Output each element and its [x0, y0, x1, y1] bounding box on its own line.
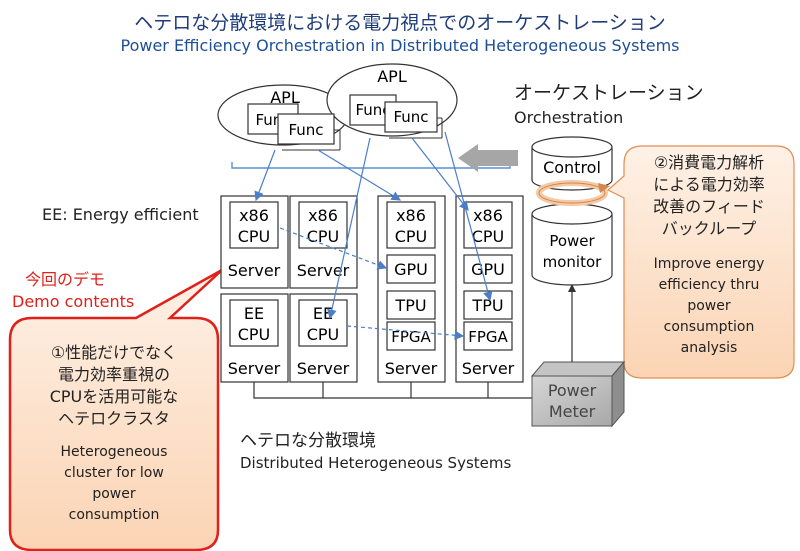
server-group [220, 195, 524, 383]
title-jp: ヘテロな分散環境における電力視点でのオーケストレーション [134, 12, 666, 34]
orchestration-arrow [458, 144, 518, 172]
arrow-func-to-s3 [317, 149, 402, 201]
svg-text:Server: Server [228, 359, 281, 378]
apl-left-label: APL [270, 88, 300, 107]
svg-text:Server: Server [297, 261, 350, 280]
distributed-en: Distributed Heterogeneous Systems [240, 454, 512, 472]
feedback-note-jp: ②消費電力解析 による電力効率 改善のフィード バックループ [653, 153, 765, 238]
svg-text:CPU: CPU [472, 227, 505, 246]
svg-text:GPU: GPU [471, 260, 505, 279]
svg-text:Server: Server [462, 359, 515, 378]
svg-text:monitor: monitor [543, 253, 603, 271]
svg-text:EE: EE [244, 304, 264, 323]
svg-text:Func: Func [355, 101, 390, 119]
demo-en: Demo contents [12, 292, 135, 311]
arrow-func-to-s8 [444, 131, 493, 302]
control-label: Control [543, 158, 601, 177]
power-meter-box [530, 360, 626, 428]
svg-text:CPU: CPU [307, 325, 340, 344]
apl-right-label: APL [377, 67, 407, 86]
ee-label: EE: Energy efficient [42, 205, 199, 224]
svg-text:Power: Power [548, 381, 597, 400]
svg-text:Func: Func [393, 108, 428, 126]
svg-text:EE: EE [313, 304, 333, 323]
svg-text:FPGA: FPGA [468, 328, 508, 346]
arrow-func-to-s1 [254, 149, 276, 202]
power-monitor-cylinder [531, 203, 613, 286]
orchestration-jp: オーケストレーション [514, 82, 704, 104]
svg-text:Power: Power [549, 232, 595, 250]
dashed-arrow-to-fpga [346, 325, 465, 341]
demo-note-bubble [8, 268, 223, 551]
cluster-note-jp: ①性能だけでなく 電力効率重視の CPUを活用可能な ヘテロクラスタ [49, 343, 179, 428]
svg-text:x86: x86 [473, 206, 503, 225]
svg-text:CPU: CPU [307, 227, 340, 246]
func-right-front[interactable] [384, 101, 438, 133]
title-en: Power Efficiency Orchestration in Distri… [120, 36, 680, 55]
feedback-note-en: Improve energy efficiency thru power con… [653, 256, 765, 356]
svg-text:x86: x86 [308, 206, 338, 225]
arrow-func-to-s6 [327, 137, 371, 320]
svg-text:Server: Server [297, 359, 350, 378]
svg-text:CPU: CPU [238, 227, 271, 246]
svg-text:Meter: Meter [549, 402, 596, 421]
orchestration-en: Orchestration [514, 108, 624, 127]
svg-text:CPU: CPU [238, 325, 271, 344]
func-left-front[interactable] [277, 113, 335, 145]
dashed-arrow-to-gpu [279, 227, 388, 270]
cluster-note-en: Heterogeneous cluster for low power cons… [60, 444, 168, 523]
demo-jp: 今回のデモ [25, 270, 106, 289]
svg-text:FPGA: FPGA [391, 328, 431, 346]
feedback-note-bubble [606, 145, 795, 379]
distributed-jp: ヘテロな分散環境 [240, 431, 376, 451]
network-bus [253, 382, 532, 399]
arrow-func-to-s4 [411, 137, 469, 211]
svg-text:TPU: TPU [394, 296, 426, 315]
svg-text:x86: x86 [396, 206, 426, 225]
svg-text:GPU: GPU [394, 260, 428, 279]
svg-text:CPU: CPU [395, 227, 428, 246]
feedback-loop-icon [536, 180, 610, 206]
control-cylinder [531, 136, 613, 191]
svg-text:Server: Server [385, 359, 438, 378]
svg-text:TPU: TPU [471, 296, 503, 315]
svg-text:Server: Server [228, 261, 281, 280]
svg-text:x86: x86 [239, 206, 269, 225]
svg-text:Func: Func [288, 121, 323, 139]
